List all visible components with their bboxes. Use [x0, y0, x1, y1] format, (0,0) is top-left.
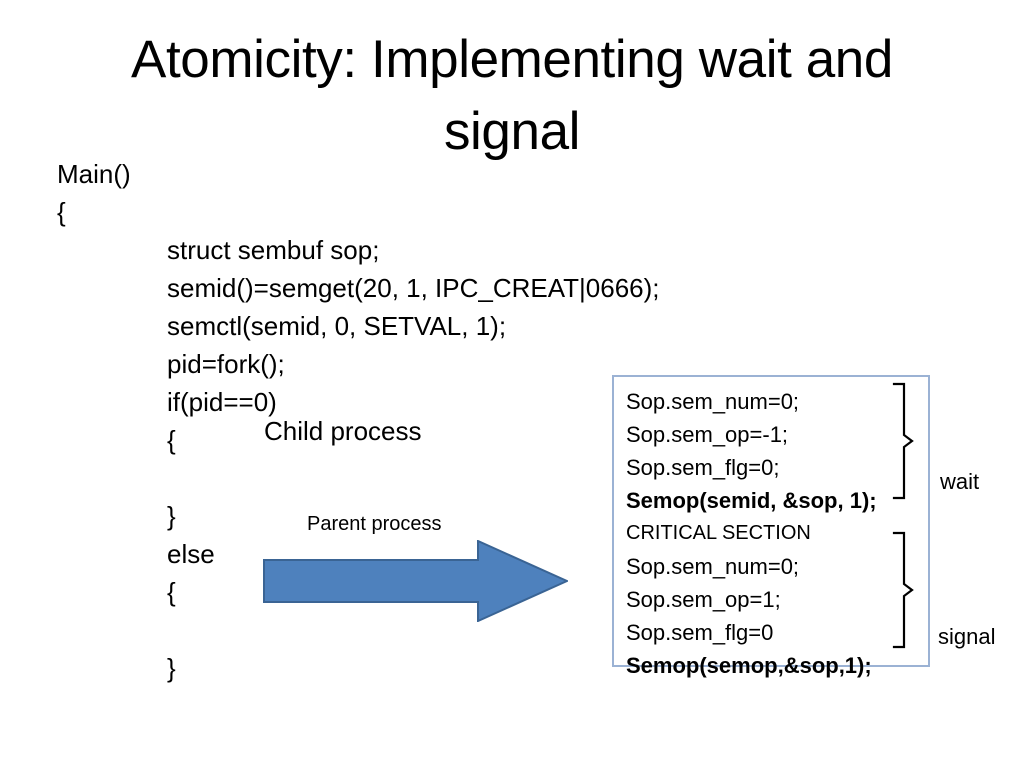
semaphore-code-line: CRITICAL SECTION [626, 522, 811, 544]
code-line: Main() [57, 159, 131, 189]
wait-label: wait [940, 469, 980, 494]
semaphore-code-line: Sop.sem_num=0; [626, 389, 800, 414]
parent-process-label: Parent process [307, 513, 442, 535]
semaphore-code-lines: Sop.sem_num=0; Sop.sem_op=-1; Sop.sem_flg=… [626, 385, 916, 682]
semaphore-code-line: Sop.sem_op=-1; [626, 422, 789, 447]
code-line: semctl(semid, 0, SETVAL, 1); [167, 311, 507, 341]
code-line: { [167, 425, 176, 455]
semaphore-code-line: Semop(semop,&sop,1); [626, 653, 872, 678]
code-line: struct sembuf sop; [167, 235, 380, 265]
semaphore-code-line: Sop.sem_op=1; [626, 587, 781, 612]
code-line: if(pid==0) [167, 387, 277, 417]
code-line: { [57, 197, 66, 227]
code-line: pid=fork(); [167, 349, 285, 379]
semaphore-code-line: Sop.sem_flg=0; [626, 455, 780, 480]
page-title: Atomicity: Implementing wait and signal [131, 30, 893, 162]
semaphore-code-line: Semop(semid, &sop, 1); [626, 488, 877, 513]
code-listing: Main() { struct sembuf sop; semid()=semget(… [57, 155, 697, 687]
parent-process-arrow-icon [263, 540, 568, 622]
code-line: { [167, 577, 176, 607]
child-process-label: Child process [264, 416, 422, 446]
code-line [57, 459, 697, 497]
signal-label: signal [938, 624, 996, 649]
code-line: } [167, 653, 176, 683]
semaphore-code-box: Sop.sem_num=0; Sop.sem_op=-1; Sop.sem_flg=… [612, 375, 930, 678]
semaphore-code-line: Sop.sem_flg=0 [626, 620, 774, 645]
semaphore-code-line: Sop.sem_num=0; [626, 554, 800, 579]
code-line: } [167, 501, 176, 531]
code-line: else [167, 539, 215, 569]
code-line: semid()=semget(20, 1, IPC_CREAT|0666); [167, 273, 660, 303]
